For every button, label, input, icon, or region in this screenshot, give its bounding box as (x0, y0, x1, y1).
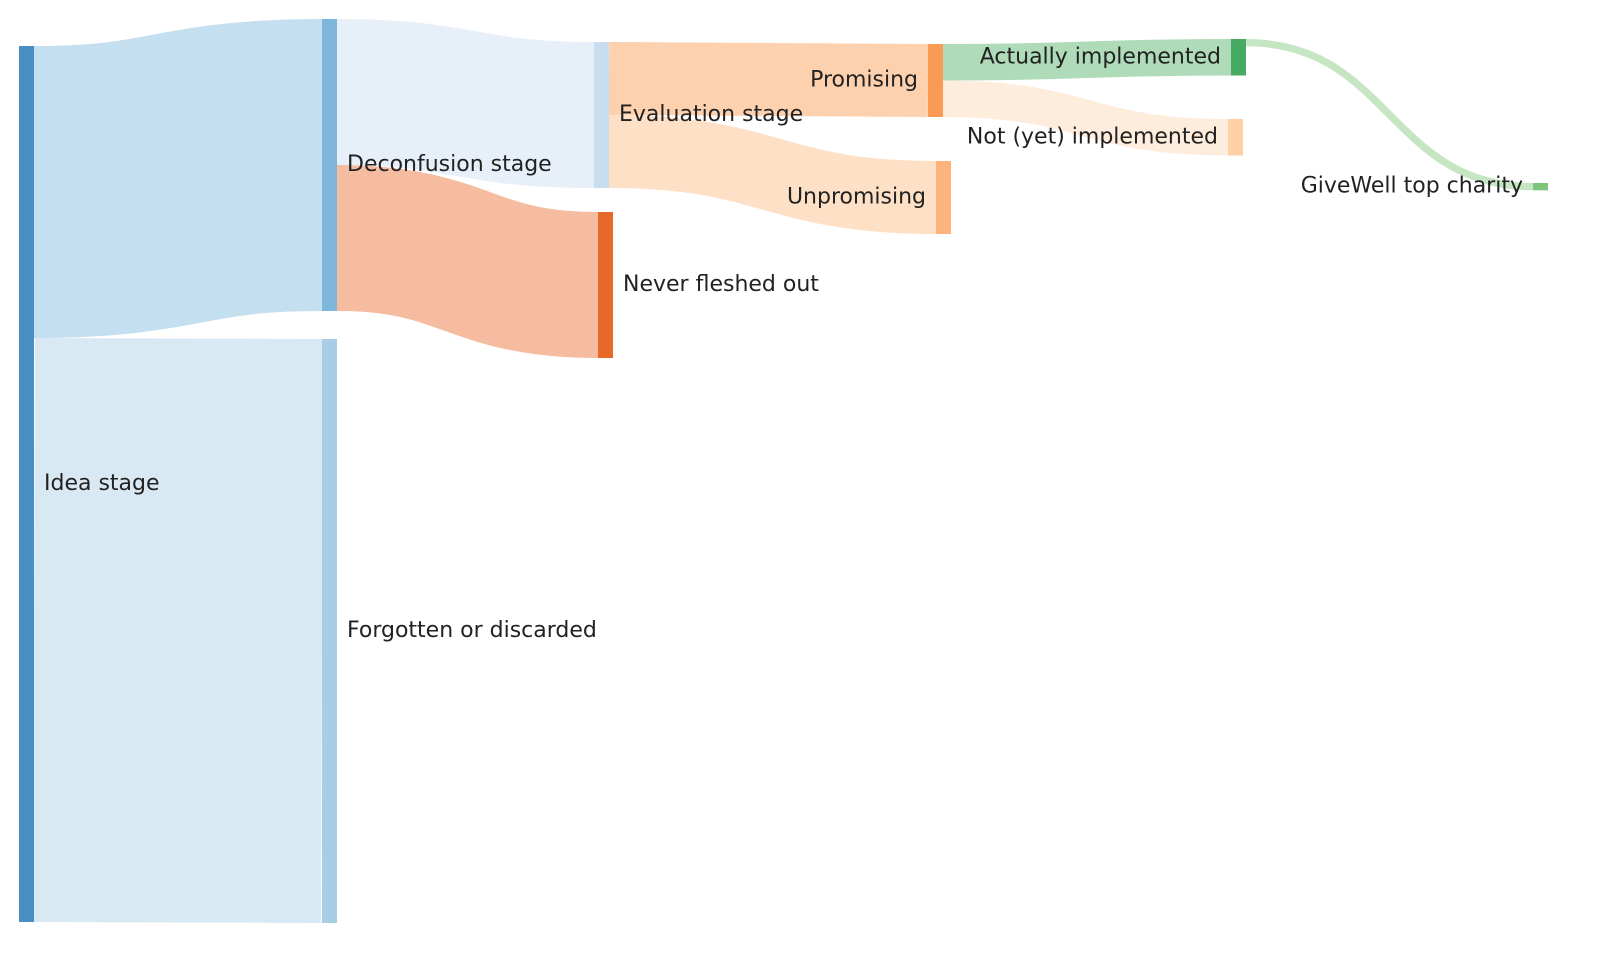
node-label-forgotten: Forgotten or discarded (347, 618, 597, 643)
node-never (598, 212, 613, 358)
sankey-nodes (19, 19, 1548, 923)
node-notyet (1228, 119, 1243, 156)
node-label-idea: Idea stage (44, 471, 160, 496)
link-deconfusion-to-never (335, 165, 600, 358)
node-label-implemented: Actually implemented (980, 44, 1221, 69)
node-deconfusion (322, 19, 337, 311)
node-label-givewell: GiveWell top charity (1301, 174, 1523, 199)
link-idea-to-deconfusion (32, 19, 324, 338)
link-idea-to-forgotten (33, 338, 323, 923)
node-label-unpromising: Unpromising (787, 185, 926, 210)
node-label-evaluation: Evaluation stage (619, 102, 803, 127)
link-evaluation-to-unpromising (608, 115, 937, 234)
node-label-notyet: Not (yet) implemented (967, 124, 1218, 149)
node-label-never: Never fleshed out (623, 272, 819, 297)
node-unpromising (936, 161, 951, 234)
node-promising (928, 44, 943, 117)
node-givewell (1533, 183, 1548, 191)
link-promising-to-notyet (942, 80, 1229, 156)
node-implemented (1231, 39, 1246, 76)
node-label-deconfusion: Deconfusion stage (347, 152, 552, 177)
link-implemented-to-givewell (1245, 39, 1534, 191)
node-idea (19, 46, 34, 922)
sankey-links (32, 19, 1534, 923)
link-deconfusion-to-evaluation (336, 19, 595, 188)
node-label-promising: Promising (810, 68, 918, 93)
node-forgotten (322, 339, 337, 923)
link-evaluation-to-promising (608, 42, 929, 117)
node-evaluation (594, 42, 609, 188)
link-promising-to-implemented (942, 39, 1232, 81)
